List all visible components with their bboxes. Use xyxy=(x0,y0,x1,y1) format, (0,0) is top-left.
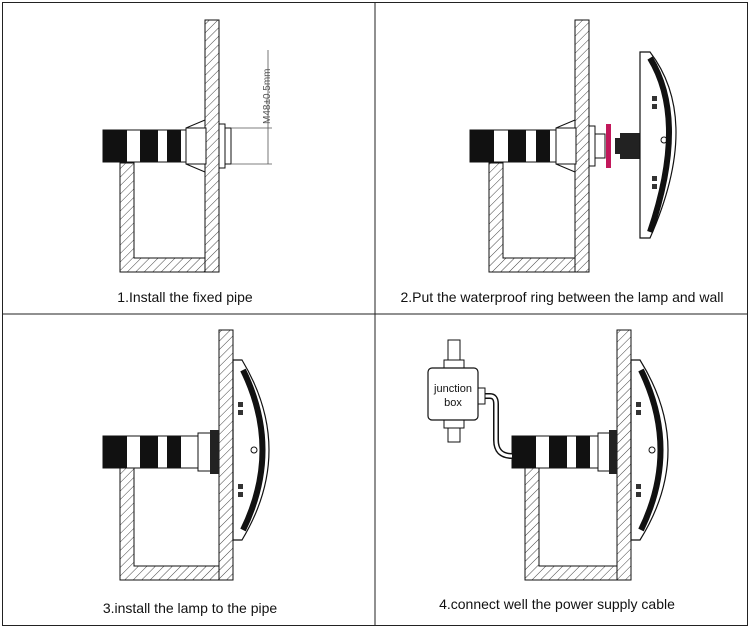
lamp xyxy=(630,359,669,541)
caption-2: 2.Put the waterproof ring between the la… xyxy=(401,289,724,305)
pipe xyxy=(469,119,577,173)
concrete-channel xyxy=(119,467,220,581)
dimension-label: M48±0.5mm xyxy=(262,68,273,124)
lamp xyxy=(639,51,677,239)
concrete-channel xyxy=(119,162,206,273)
lamp-connector xyxy=(615,133,640,159)
pipe-stub xyxy=(218,123,232,169)
panel-4: junction box 4.connect well the power su… xyxy=(427,329,675,612)
junction-box xyxy=(427,367,479,421)
panel-3: 3.install the lamp to the pipe xyxy=(102,329,278,616)
pipe xyxy=(102,430,220,474)
concrete-channel xyxy=(488,162,576,273)
wall xyxy=(574,19,590,273)
panel-1: M48±0.5mm 1.Install the fixed pipe xyxy=(102,19,273,305)
lamp xyxy=(232,359,270,541)
junction-label-2: box xyxy=(444,397,462,409)
waterproof-ring xyxy=(606,124,611,168)
wall xyxy=(218,329,234,581)
pipe xyxy=(102,119,207,173)
panel-2: 2.Put the waterproof ring between the la… xyxy=(401,19,724,305)
junction-label-1: junction xyxy=(433,383,472,395)
concrete-channel xyxy=(524,467,618,581)
wall xyxy=(616,329,632,581)
caption-1: 1.Install the fixed pipe xyxy=(117,289,253,305)
caption-4: 4.connect well the power supply cable xyxy=(439,596,675,612)
dimension-mark xyxy=(231,50,272,165)
wall xyxy=(204,19,220,273)
caption-3: 3.install the lamp to the pipe xyxy=(103,600,278,616)
pipe xyxy=(511,430,618,474)
pipe-stub xyxy=(588,125,606,167)
